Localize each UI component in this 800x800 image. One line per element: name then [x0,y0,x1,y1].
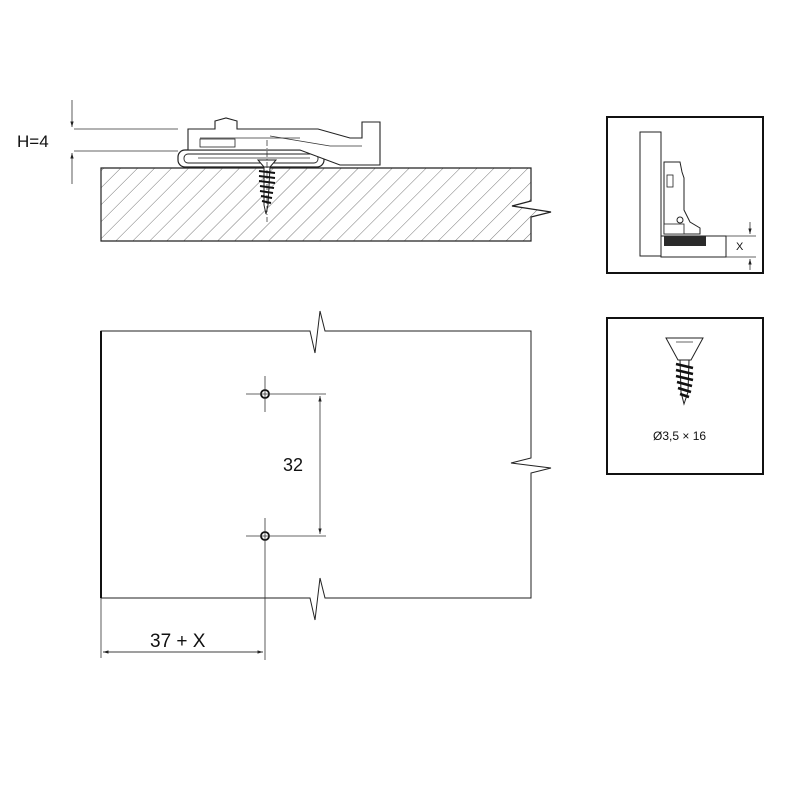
inset-hinge-box: X [606,116,764,274]
mounting-plate [177,117,381,168]
board-section [100,167,552,242]
edge-offset-dimension: 37 + X [100,598,263,658]
hole-spacing-label: 32 [283,455,303,475]
side-view: H=4 [17,100,552,242]
height-dimension: H=4 [17,100,178,184]
hole-spacing-dimension: 32 [283,393,326,537]
inset-screw-box: Ø3,5 × 16 [606,317,764,475]
drill-hole-bottom [246,518,284,660]
edge-offset-label: 37 + X [150,631,206,652]
inset-x-label: X [736,241,744,253]
plan-view: 32 37 + X [100,310,552,660]
panel-outline [100,310,552,621]
screw-spec-label: Ø3,5 × 16 [653,429,706,443]
height-label: H=4 [17,132,49,151]
drill-hole-top [246,376,284,412]
screw-icon [665,337,704,406]
screw-side [256,140,278,222]
